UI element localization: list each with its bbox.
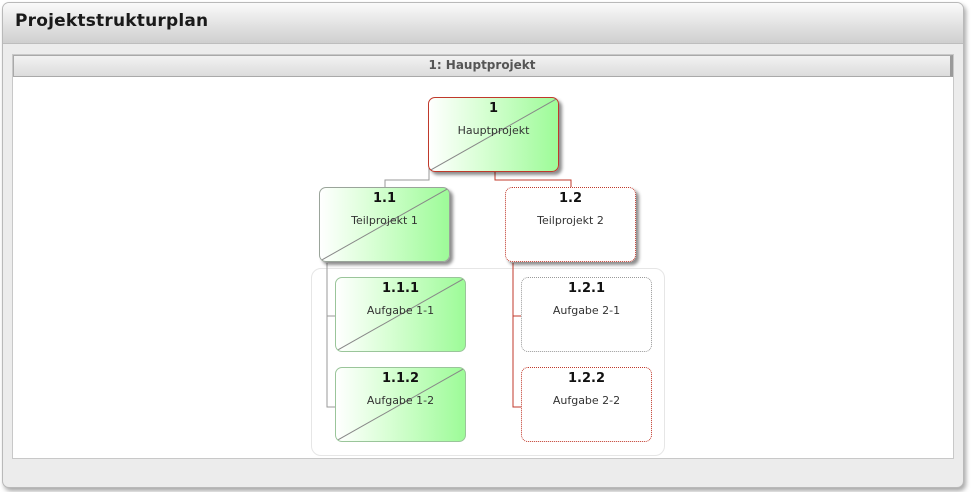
wbs-node-1-1[interactable]: 1.1 Teilprojekt 1 (319, 187, 450, 262)
section-header-bar[interactable]: 1: Hauptprojekt (13, 55, 953, 77)
wbs-node-1-2[interactable]: 1.2 Teilprojekt 2 (505, 187, 636, 262)
node-label: Hauptprojekt (457, 124, 530, 137)
panel-title: Projektstrukturplan (15, 11, 209, 31)
wbs-node-1-2-1[interactable]: 1.2.1 Aufgabe 2-1 (521, 277, 652, 352)
wbs-node-1[interactable]: 1 Hauptprojekt (428, 97, 559, 172)
panel-header: Projektstrukturplan (3, 3, 963, 44)
wbs-panel: Projektstrukturplan 1: Hauptprojekt 1 Ha… (2, 2, 964, 488)
node-number: 1.2 (558, 191, 583, 206)
node-label: Teilprojekt 2 (537, 214, 604, 227)
node-label: Aufgabe 1-1 (366, 304, 435, 317)
connector-1-to-1-1 (384, 166, 430, 188)
wbs-content-area: 1: Hauptprojekt 1 Hauptprojekt 1.1 Teilp… (12, 54, 954, 459)
node-number: 1.2.2 (567, 371, 605, 386)
node-label: Teilprojekt 1 (351, 214, 418, 227)
node-label: Aufgabe 2-1 (552, 304, 621, 317)
section-title: 1: Hauptprojekt (428, 58, 536, 72)
wbs-node-1-1-1[interactable]: 1.1.1 Aufgabe 1-1 (335, 277, 466, 352)
node-number: 1.2.1 (567, 281, 605, 296)
connector-lines (326, 166, 572, 408)
progress-diagonal-icon (320, 188, 449, 261)
progress-diagonal-icon (336, 368, 465, 441)
node-number: 1.1 (372, 191, 397, 206)
wbs-node-1-2-2[interactable]: 1.2.2 Aufgabe 2-2 (521, 367, 652, 442)
node-number: 1.1.2 (381, 371, 419, 386)
wbs-node-1-1-2[interactable]: 1.1.2 Aufgabe 1-2 (335, 367, 466, 442)
node-number: 1.1.1 (381, 281, 419, 296)
connector-1-to-1-2 (494, 166, 572, 188)
node-label: Aufgabe 2-2 (552, 394, 621, 407)
node-label: Aufgabe 1-2 (366, 394, 435, 407)
progress-diagonal-icon (336, 278, 465, 351)
progress-diagonal-icon (429, 98, 558, 171)
node-number: 1 (488, 101, 499, 116)
connector-1-1-children (326, 263, 335, 408)
connector-1-2-children (512, 263, 521, 408)
